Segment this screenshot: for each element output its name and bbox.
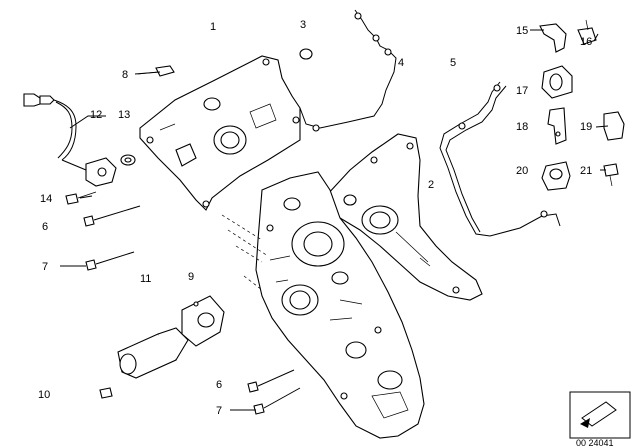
callout-11: 11 bbox=[140, 273, 151, 285]
gasket bbox=[299, 9, 397, 132]
screw-21 bbox=[603, 163, 619, 187]
bolt-6-upper bbox=[83, 205, 141, 227]
engine-block bbox=[255, 171, 425, 439]
callout-16: 16 bbox=[580, 36, 592, 48]
clip-16 bbox=[577, 19, 597, 45]
callout-14: 14 bbox=[40, 193, 52, 205]
sensor-cable bbox=[23, 93, 117, 187]
callouts: 1 2 3 4 5 6 6 7 7 8 9 10 11 12 13 14 15 … bbox=[38, 19, 592, 417]
bolt-7-lower bbox=[253, 387, 301, 415]
callout-9: 9 bbox=[188, 271, 194, 283]
callout-1: 1 bbox=[210, 21, 216, 33]
callout-15: 15 bbox=[516, 25, 528, 37]
callout-12: 12 bbox=[90, 109, 102, 121]
callout-6-upper: 6 bbox=[42, 221, 48, 233]
flange-9 bbox=[181, 295, 225, 347]
bolt-14 bbox=[65, 191, 97, 205]
reference-box: 00 24041 bbox=[569, 391, 631, 448]
callout-2: 2 bbox=[428, 179, 434, 191]
callout-4: 4 bbox=[398, 57, 404, 69]
upper-timing-cover bbox=[139, 55, 301, 211]
nut-3 bbox=[299, 48, 313, 60]
bolt-10 bbox=[99, 387, 113, 399]
bolt-7-upper bbox=[85, 251, 135, 271]
callout-6-lower: 6 bbox=[216, 379, 222, 391]
callout-8: 8 bbox=[122, 69, 128, 81]
grommet-20 bbox=[541, 161, 571, 191]
callout-13: 13 bbox=[118, 109, 130, 121]
sealing-ring-inner bbox=[124, 157, 132, 163]
callout-17: 17 bbox=[516, 85, 528, 97]
alignment-lines bbox=[221, 214, 269, 291]
callout-7-lower: 7 bbox=[216, 405, 222, 417]
reference-number: 00 24041 bbox=[576, 438, 614, 448]
clip-19 bbox=[603, 111, 625, 141]
bracket-line bbox=[439, 81, 561, 237]
callout-5: 5 bbox=[450, 57, 456, 69]
callout-19: 19 bbox=[580, 121, 592, 133]
clip-15 bbox=[539, 23, 567, 53]
callout-18: 18 bbox=[516, 121, 528, 133]
reference-arrowhead-icon bbox=[580, 418, 590, 428]
solenoid-valve bbox=[117, 327, 189, 379]
callout-3: 3 bbox=[300, 19, 306, 31]
callout-20: 20 bbox=[516, 165, 528, 177]
lower-timing-cover bbox=[325, 133, 483, 301]
callout-21: 21 bbox=[580, 165, 592, 177]
bolt-8 bbox=[137, 65, 175, 77]
clamp-17 bbox=[541, 65, 573, 99]
callout-7-upper: 7 bbox=[42, 261, 48, 273]
leader-lines bbox=[60, 29, 609, 411]
callout-10: 10 bbox=[38, 389, 50, 401]
bracket-18 bbox=[547, 107, 567, 145]
bolt-6-lower bbox=[247, 369, 295, 393]
